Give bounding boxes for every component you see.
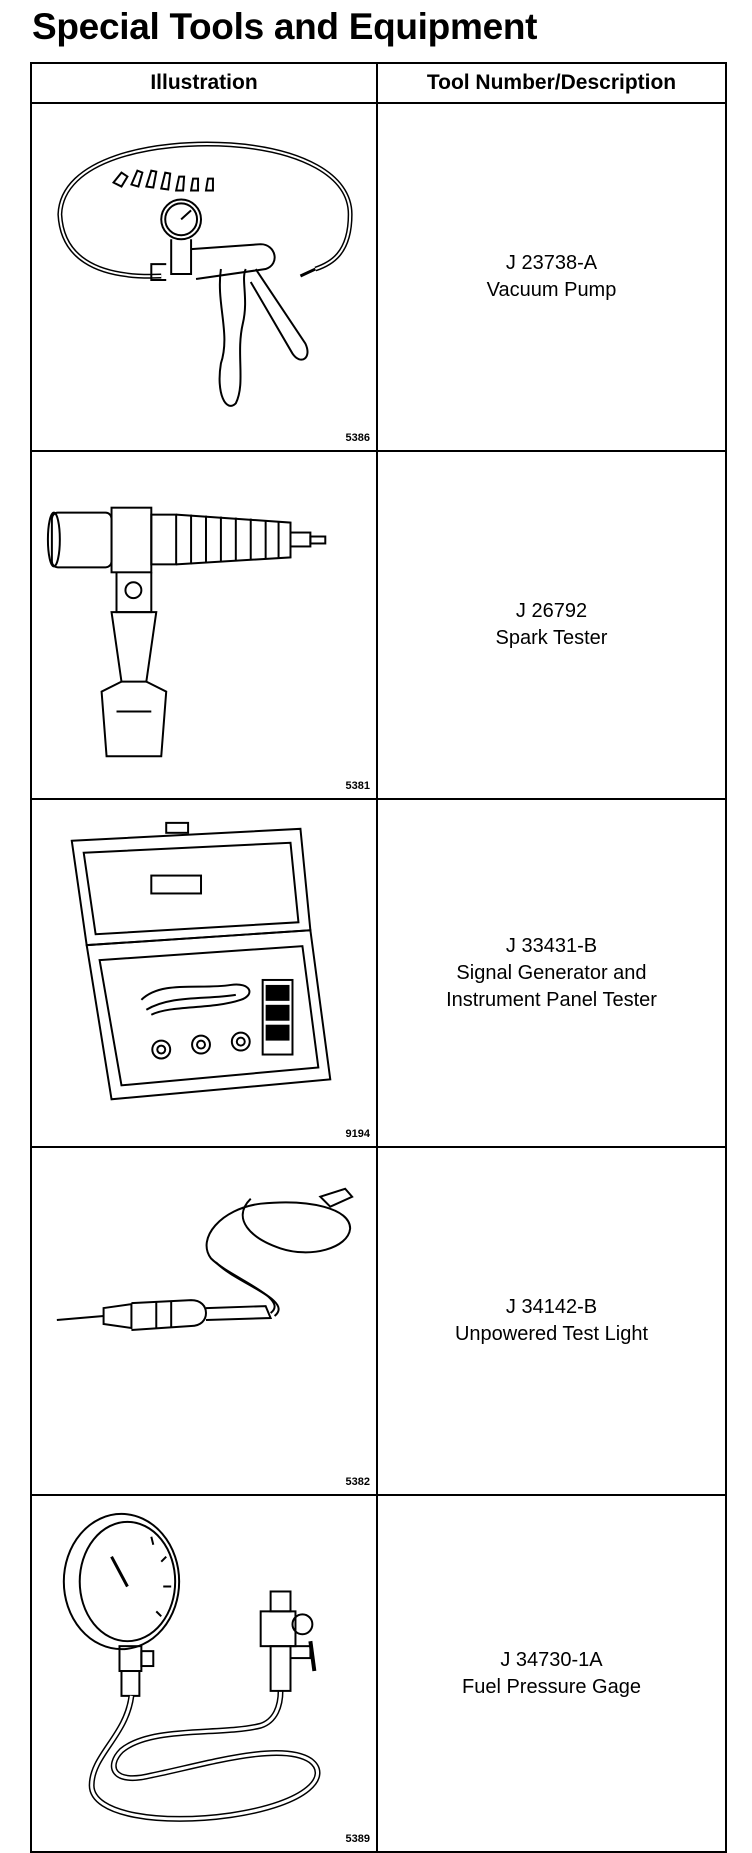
table-row: 9194 J 33431-B Signal Generator and Inst… [30,798,727,1148]
signal-generator-icon [70,821,332,1101]
figure-number: 5389 [345,1833,370,1845]
table-row: 5389 J 34730-1A Fuel Pressure Gage [30,1494,727,1853]
vacuum-pump-icon [57,141,353,407]
illustration-cell: 5381 [30,450,378,800]
tool-number: J 26792 [515,600,588,622]
figure-number: 5386 [345,432,370,444]
fuel-pressure-gage-icon [62,1512,321,1822]
tools-table: Illustration Tool Number/Description [30,62,727,1853]
description-header: Tool Number/Description [376,62,727,104]
table-row: 5386 J 23738-A Vacuum Pump [30,102,727,452]
figure-number: 9194 [345,1128,370,1140]
table-row: 5382 J 34142-B Unpowered Test Light [30,1146,727,1496]
tool-number: J 23738-A [505,252,598,274]
tool-description: Fuel Pressure Gage [462,1675,641,1698]
illustration-cell: 5386 [30,102,378,452]
illustration-cell: 5389 [30,1494,378,1853]
table-header-row: Illustration Tool Number/Description [30,62,727,104]
figure-number: 5381 [345,780,370,792]
description-cell: J 26792 Spark Tester [376,450,727,800]
page-title: Special Tools and Equipment [32,6,538,47]
illustration-header: Illustration [30,62,378,104]
tool-number: J 34730-1A [500,1648,603,1671]
tool-description: Instrument Panel Tester [446,988,657,1011]
description-cell: J 34730-1A Fuel Pressure Gage [376,1494,727,1853]
tool-description: Vacuum Pump [486,279,617,301]
tool-description: Signal Generator and [456,961,647,984]
tool-number: J 33431-B [505,934,598,957]
table-row: 5381 J 26792 Spark Tester [30,450,727,800]
description-cell: J 33431-B Signal Generator and Instrumen… [376,798,727,1148]
tool-description: Unpowered Test Light [454,1323,649,1345]
tool-number: J 34142-B [505,1296,598,1318]
spark-tester-icon [46,506,327,758]
description-cell: J 23738-A Vacuum Pump [376,102,727,452]
illustration-cell: 9194 [30,798,378,1148]
illustration-cell: 5382 [30,1146,378,1496]
figure-number: 5382 [345,1476,370,1488]
tool-description: Spark Tester [495,627,608,649]
description-cell: J 34142-B Unpowered Test Light [376,1146,727,1496]
test-light-icon [56,1187,354,1331]
